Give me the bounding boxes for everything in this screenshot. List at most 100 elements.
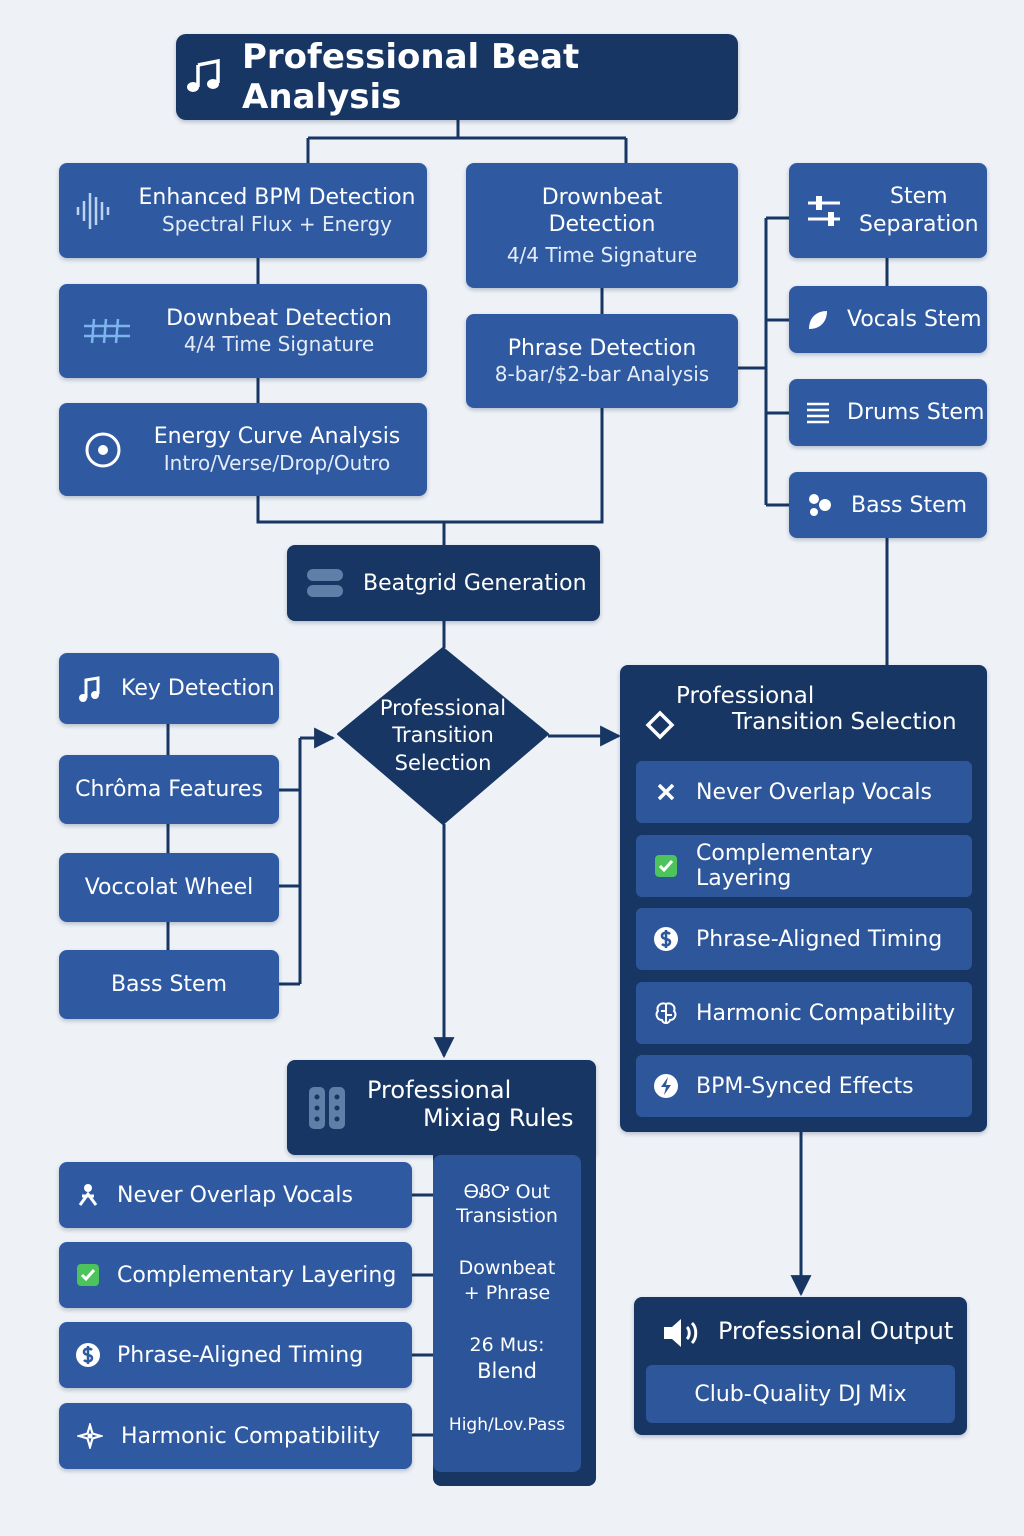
- mixing-side-panel: ᎾᏰᎤ Out Transistion Downbeat + Phrase 26…: [433, 1155, 581, 1472]
- rule-phrase-aligned: Phrase-Aligned Timing: [59, 1322, 412, 1388]
- harmonic-bass-stem-label: Bass Stem: [110, 972, 228, 997]
- speaker-icon: [660, 1315, 704, 1351]
- waveform-icon: [59, 189, 127, 233]
- decision-line1: Professional: [379, 696, 507, 721]
- sparkle-icon: [59, 1423, 121, 1449]
- bass-stem-label: Bass Stem: [851, 492, 968, 518]
- person-icon: [59, 1183, 117, 1207]
- bass-stem-box: Bass Stem: [789, 472, 987, 538]
- grid-icon: [59, 316, 155, 346]
- downbeat-title: Downbeat Detection: [166, 305, 392, 331]
- side-rule-b2: + Phrase: [463, 1282, 551, 1304]
- target-icon: [59, 430, 147, 470]
- panel-title-line1: Professional: [676, 683, 815, 709]
- panel-row-phrase-aligned: Phrase-Aligned Timing: [636, 908, 972, 970]
- dollar-circle-icon: [636, 926, 696, 952]
- panel-row-label: Phrase-Aligned Timing: [696, 926, 943, 952]
- drownbeat-subtitle: 4/4 Time Signature: [506, 242, 698, 267]
- phrase-title: Phrase Detection: [507, 335, 697, 361]
- downbeat-detection-box: Downbeat Detection 4/4 Time Signature: [59, 284, 427, 378]
- side-rule-a2: Transistion: [456, 1205, 558, 1227]
- music-note-icon: [59, 674, 121, 704]
- check-icon: [59, 1263, 117, 1287]
- panel-row-label: Harmonic Compatibility: [696, 1000, 956, 1026]
- check-icon: [636, 854, 696, 878]
- bpm-subtitle: Spectral Flux + Energy: [162, 211, 392, 236]
- brain-icon: [636, 1000, 696, 1026]
- energy-to-beatgrid-line: [256, 408, 604, 524]
- title-split-line: [306, 120, 628, 163]
- mixing-title-line1: Professional: [367, 1076, 512, 1104]
- vocals-stem-label: Vocals Stem: [847, 307, 982, 332]
- panel-row-label: Complementary Layering: [696, 841, 873, 891]
- bpm-title: Enhanced BPM Detection: [138, 185, 416, 211]
- diamond-outline-icon: [644, 709, 676, 741]
- panel-row-harmonic: Harmonic Compatibility: [636, 982, 972, 1044]
- energy-curve-box: Energy Curve Analysis Intro/Verse/Drop/O…: [59, 403, 427, 496]
- page-title: Professional Beat Analysis: [242, 37, 580, 117]
- beatgrid-generation-box: Beatgrid Generation: [287, 545, 600, 621]
- leaf-icon: [789, 307, 847, 333]
- panel-row-label: BPM-Synced Effects: [696, 1073, 914, 1099]
- voccolat-wheel-label: Voccolat Wheel: [84, 875, 254, 900]
- toggle-icon: [287, 567, 363, 599]
- music-note-icon: [176, 57, 232, 97]
- harmonic-bracket-line: [279, 738, 302, 986]
- key-detection-label: Key Detection: [121, 676, 275, 701]
- output-subtitle: Club-Quality DJ Mix: [694, 1381, 907, 1407]
- energy-title: Energy Curve Analysis: [153, 424, 401, 450]
- panel-title-line2: Transition Selection: [732, 709, 957, 735]
- side-rule-b1: Downbeat: [458, 1257, 556, 1279]
- drums-stem-label: Drums Stem: [847, 400, 985, 425]
- side-rule-c2: Blend: [477, 1359, 537, 1383]
- stem-separation-line1: Stem: [890, 184, 948, 209]
- stem-separation-box: Stem Separation: [789, 163, 987, 258]
- dollar-circle-icon: [59, 1342, 117, 1368]
- transition-decision-diamond: Professional Transition Selection: [334, 646, 552, 826]
- panel-row-complementary: Complementary Layering: [636, 835, 972, 897]
- phrase-detection-box: Phrase Detection 8-bar/$2-bar Analysis: [466, 314, 738, 408]
- output-title: Professional Output: [718, 1317, 954, 1345]
- vocals-stem-box: Vocals Stem: [789, 286, 987, 353]
- side-rule-a1: ᎾᏰᎤ Out: [463, 1181, 551, 1203]
- professional-output-box: Professional Output Club-Quality DJ Mix: [634, 1297, 967, 1435]
- chroma-features-label: Chrôma Features: [75, 777, 263, 802]
- panel-row-label: Never Overlap Vocals: [696, 779, 933, 805]
- rule-complementary: Complementary Layering: [59, 1242, 412, 1308]
- sliders-icon: [789, 193, 859, 229]
- rule-label: Harmonic Compatibility: [121, 1423, 381, 1449]
- side-rule-c1: 26 Mus:: [469, 1334, 545, 1356]
- drownbeat-title-line1: Drownbeat: [541, 184, 663, 210]
- bpm-detection-box: Enhanced BPM Detection Spectral Flux + E…: [59, 163, 427, 258]
- drownbeat-detection-box: Drownbeat Detection 4/4 Time Signature: [466, 163, 738, 288]
- stem-separation-line2: Separation: [859, 211, 979, 237]
- speaker-grid-icon: [287, 1085, 367, 1131]
- rule-label: Never Overlap Vocals: [117, 1182, 354, 1208]
- voccolat-wheel-box: Voccolat Wheel: [59, 853, 279, 922]
- transition-selection-panel: Professional Transition Selection Never …: [620, 665, 987, 1132]
- mixing-rules-header: Professional Mixiag Rules: [287, 1060, 596, 1155]
- rule-harmonic: Harmonic Compatibility: [59, 1403, 412, 1469]
- harmonic-bass-stem-box: Bass Stem: [59, 950, 279, 1019]
- rule-never-overlap: Never Overlap Vocals: [59, 1162, 412, 1228]
- mixing-title-line2: Mixiag Rules: [423, 1104, 574, 1132]
- x-icon: [636, 781, 696, 803]
- drownbeat-title-line2: Detection: [548, 212, 656, 237]
- key-detection-box: Key Detection: [59, 653, 279, 724]
- output-subtitle-box: Club-Quality DJ Mix: [646, 1365, 955, 1423]
- drums-stem-box: Drums Stem: [789, 379, 987, 446]
- energy-subtitle: Intro/Verse/Drop/Outro: [163, 450, 391, 475]
- rules-connector-line: [412, 1193, 433, 1437]
- phrase-subtitle: 8-bar/$2-bar Analysis: [494, 362, 710, 387]
- diamond-shape: [337, 647, 549, 825]
- panel-row-never-overlap: Never Overlap Vocals: [636, 761, 972, 823]
- side-rule-d1: High/Lov.Pass: [448, 1415, 566, 1435]
- dots-icon: [789, 492, 851, 518]
- panel-row-bpm-synced: BPM-Synced Effects: [636, 1055, 972, 1117]
- chroma-features-box: Chrôma Features: [59, 755, 279, 824]
- downbeat-subtitle: 4/4 Time Signature: [183, 332, 375, 357]
- stem-bracket-line: [738, 216, 789, 507]
- bolt-circle-icon: [636, 1073, 696, 1099]
- decision-line3: Selection: [394, 750, 492, 775]
